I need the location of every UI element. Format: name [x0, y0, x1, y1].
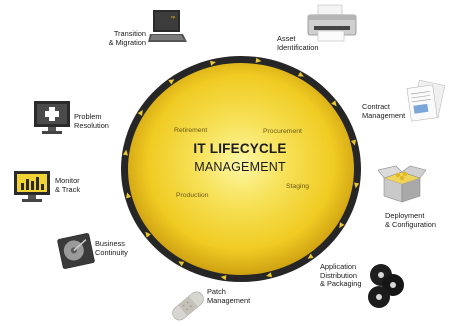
- laptop-screen-text: xp: [171, 14, 176, 19]
- ring-arrowhead: [122, 149, 128, 156]
- label-monitor-track: Monitor & Track: [55, 176, 81, 194]
- label-asset-identification: Asset Identification: [277, 34, 319, 52]
- ring-arrowhead: [266, 272, 273, 278]
- diagram-title: IT LIFECYCLE: [193, 141, 287, 156]
- ring-arrowhead: [297, 71, 304, 77]
- ring-arrowhead: [126, 192, 132, 199]
- phase-procurement: Procurement: [263, 128, 302, 135]
- ring-arrowhead: [220, 275, 227, 281]
- cd-discs-icon: [368, 264, 404, 308]
- ring-arrowhead: [307, 253, 314, 259]
- phase-staging: Staging: [286, 183, 310, 190]
- bandage-icon: [172, 291, 204, 321]
- ring-arrowhead: [209, 60, 216, 66]
- hard-drive-icon: [57, 233, 95, 269]
- ring-arrowhead: [145, 231, 151, 238]
- label-deployment-configuration: Deployment & Configuration: [385, 211, 436, 229]
- phase-production: Production: [176, 192, 209, 199]
- label-business-continuity: Business Continuity: [95, 239, 128, 257]
- ring-arrows: [122, 57, 360, 281]
- laptop-icon: xp: [148, 10, 187, 42]
- ring-arrowhead: [339, 222, 345, 229]
- package-box-icon: [378, 165, 426, 203]
- label-application-distribution: Application Distribution & Packaging: [320, 262, 362, 289]
- ring-arrowhead: [168, 79, 175, 85]
- label-transition-migration: Transition & Migration: [108, 29, 146, 47]
- label-problem-resolution: Problem Resolution: [74, 112, 109, 130]
- ring-arrowhead: [255, 57, 262, 63]
- ring-arrowhead: [354, 182, 360, 189]
- ring-arrowhead: [137, 109, 143, 116]
- diagram-subtitle: MANAGEMENT: [194, 160, 286, 174]
- ring-arrowhead: [350, 139, 356, 146]
- phase-retirement: Retirement: [174, 127, 208, 134]
- chart-monitor-icon: [14, 171, 50, 202]
- ring-arrowhead: [178, 261, 185, 267]
- lifecycle-core: [128, 63, 354, 275]
- medical-monitor-icon: [34, 101, 70, 134]
- documents-icon: [406, 79, 446, 122]
- label-patch-management: Patch Management: [207, 287, 251, 305]
- label-contract-management: Contract Management: [362, 102, 406, 120]
- ring-arrowhead: [331, 100, 337, 107]
- printer-icon: [307, 4, 357, 42]
